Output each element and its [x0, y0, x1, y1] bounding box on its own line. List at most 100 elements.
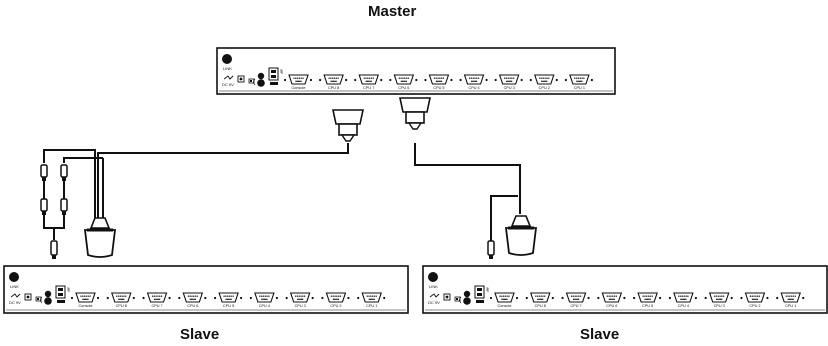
slave-left-port-label: CPU 4: [259, 304, 270, 308]
slave-right-port-label: CPU 3: [714, 304, 725, 308]
ps2-plug-left-1: [40, 164, 48, 181]
slave-right-port-cpu3: [708, 292, 730, 303]
slave-right-port-cpu8: [530, 292, 551, 303]
slave-left-port-cpu3: [289, 292, 311, 303]
slave-right-port-label: CPU 8: [535, 304, 546, 308]
slave-left-port-cpu5: [218, 292, 239, 303]
master-cascade-plug-cpu8: [332, 109, 364, 142]
slave-left-port-cpu7: [146, 292, 168, 303]
slave-left-ps2-keyboard-port: [44, 290, 52, 298]
master-port-cpu6: [393, 74, 415, 85]
slave-right-port-cpu5: [637, 292, 658, 303]
slave-right-console-plug: [504, 215, 538, 256]
slave-left-port-cpu1: [361, 292, 382, 303]
master-usb-ports: [268, 67, 279, 81]
ps2-y-cable: [43, 215, 65, 240]
slave-left-port-cpu4: [254, 292, 275, 303]
master-port-label: CPU 2: [539, 86, 550, 90]
master-port-cpu1: [569, 74, 590, 85]
slave-right-port-cpu7: [565, 292, 587, 303]
master-port-cpu3: [498, 74, 520, 85]
slave-right-port-label: CPU 1: [785, 304, 796, 308]
master-port-label: CPU 3: [504, 86, 515, 90]
slave-left-port-console: [75, 292, 96, 303]
master-link-label: LINK: [223, 66, 232, 71]
master-port-label: Console: [292, 86, 306, 90]
master-port-label: CPU 6: [398, 86, 409, 90]
slave-right-power-symbol-icon: [429, 293, 440, 298]
slave-left-port-label: CPU 7: [151, 304, 162, 308]
slave-left-power-label: DC 9V: [9, 300, 21, 305]
slave-left-ps2-mouse-port: [44, 297, 52, 305]
master-port-cpu7: [358, 74, 379, 85]
slave-left-link-label: LINK: [10, 284, 19, 289]
slave-right-ps2-mouse-port: [463, 297, 471, 305]
master-port-console: [288, 74, 309, 85]
ps2-plug-left-4: [60, 198, 68, 215]
master-port-cpu5: [428, 74, 450, 85]
slave-right-unit-title: Slave: [580, 326, 620, 343]
slave-left-port-label: CPU 6: [187, 304, 198, 308]
slave-left-port-label: Console: [79, 304, 93, 308]
ps2-plug-left-3: [40, 198, 48, 215]
cables: [43, 143, 521, 242]
slave-right-chassis: [422, 265, 828, 314]
slave-left-console-plug: [83, 217, 117, 258]
master-port-label: CPU 4: [468, 86, 479, 90]
slave-left-kvm-unit: LINK DC 9V Console CPU 8 CPU 7 CPU 6 CPU 5 CPU …: [3, 265, 409, 314]
slave-right-port-label: CPU 4: [678, 304, 689, 308]
slave-right-ps2-keyboard-port: [463, 290, 471, 298]
slave-right-port-cpu1: [780, 292, 801, 303]
master-port-label: CPU 7: [363, 86, 374, 90]
ps2-plug-right: [487, 240, 495, 259]
slave-right-usb-ports: [474, 285, 485, 299]
master-port-label: CPU 1: [574, 86, 585, 90]
cable-left-mouse-branch: [43, 149, 96, 218]
ps2-plug-left-2: [60, 164, 68, 181]
slave-left-port-label: CPU 3: [295, 304, 306, 308]
ps2-plug-left-bottom: [50, 240, 58, 259]
slave-right-port-cpu2: [744, 292, 766, 303]
master-ps2-keyboard-port: [257, 72, 265, 80]
slave-right-port-label: Console: [498, 304, 512, 308]
master-ps2-mouse-port: [257, 79, 265, 87]
slave-left-chassis: [3, 265, 409, 314]
slave-left-port-label: CPU 2: [330, 304, 341, 308]
master-chassis: [216, 47, 616, 95]
slave-left-power-symbol-icon: [10, 293, 21, 298]
master-power-label: DC 9V: [222, 82, 234, 87]
master-link-led-icon: [222, 54, 232, 64]
slave-right-port-cpu6: [601, 292, 623, 303]
slave-left-unit-title: Slave: [180, 326, 220, 343]
slave-right-link-label: LINK: [429, 284, 438, 289]
slave-right-port-label: CPU 2: [749, 304, 760, 308]
slave-left-port-label: CPU 5: [223, 304, 234, 308]
cable-master-to-slave-left: [97, 143, 349, 218]
slave-right-port-console: [494, 292, 515, 303]
slave-left-link-led-icon: [9, 272, 19, 282]
master-unit-title: Master: [368, 3, 417, 20]
master-kvm-unit: LINK DC 9V Console CPU 8 CPU 7 CPU 6 CPU 5 CPU …: [216, 47, 616, 95]
ps2-adapter-links: [43, 181, 65, 199]
slave-right-port-label: CPU 5: [642, 304, 653, 308]
slave-left-port-cpu2: [325, 292, 347, 303]
master-port-label: CPU 8: [328, 86, 339, 90]
master-port-cpu4: [463, 74, 485, 85]
slave-left-port-cpu6: [182, 292, 204, 303]
master-port-cpu2: [534, 74, 555, 85]
slave-right-kvm-unit: LINK DC 9V Console CPU 8 CPU 7 CPU 6 CPU 5 CPU …: [422, 265, 828, 314]
slave-left-usb-ports: [55, 285, 66, 299]
master-cascade-plug-cpu6: [399, 97, 431, 130]
master-port-label: CPU 5: [433, 86, 444, 90]
cable-left-mouse-branch-2: [63, 157, 103, 163]
slave-right-power-label: DC 9V: [428, 300, 440, 305]
slave-left-port-label: CPU 8: [116, 304, 127, 308]
master-port-cpu8: [323, 74, 344, 85]
slave-left-port-cpu8: [111, 292, 132, 303]
slave-right-port-label: CPU 7: [570, 304, 581, 308]
slave-right-port-label: CPU 6: [606, 304, 617, 308]
master-power-symbol-icon: [223, 75, 234, 80]
slave-right-link-led-icon: [428, 272, 438, 282]
cable-master-to-slave-right: [414, 143, 521, 214]
